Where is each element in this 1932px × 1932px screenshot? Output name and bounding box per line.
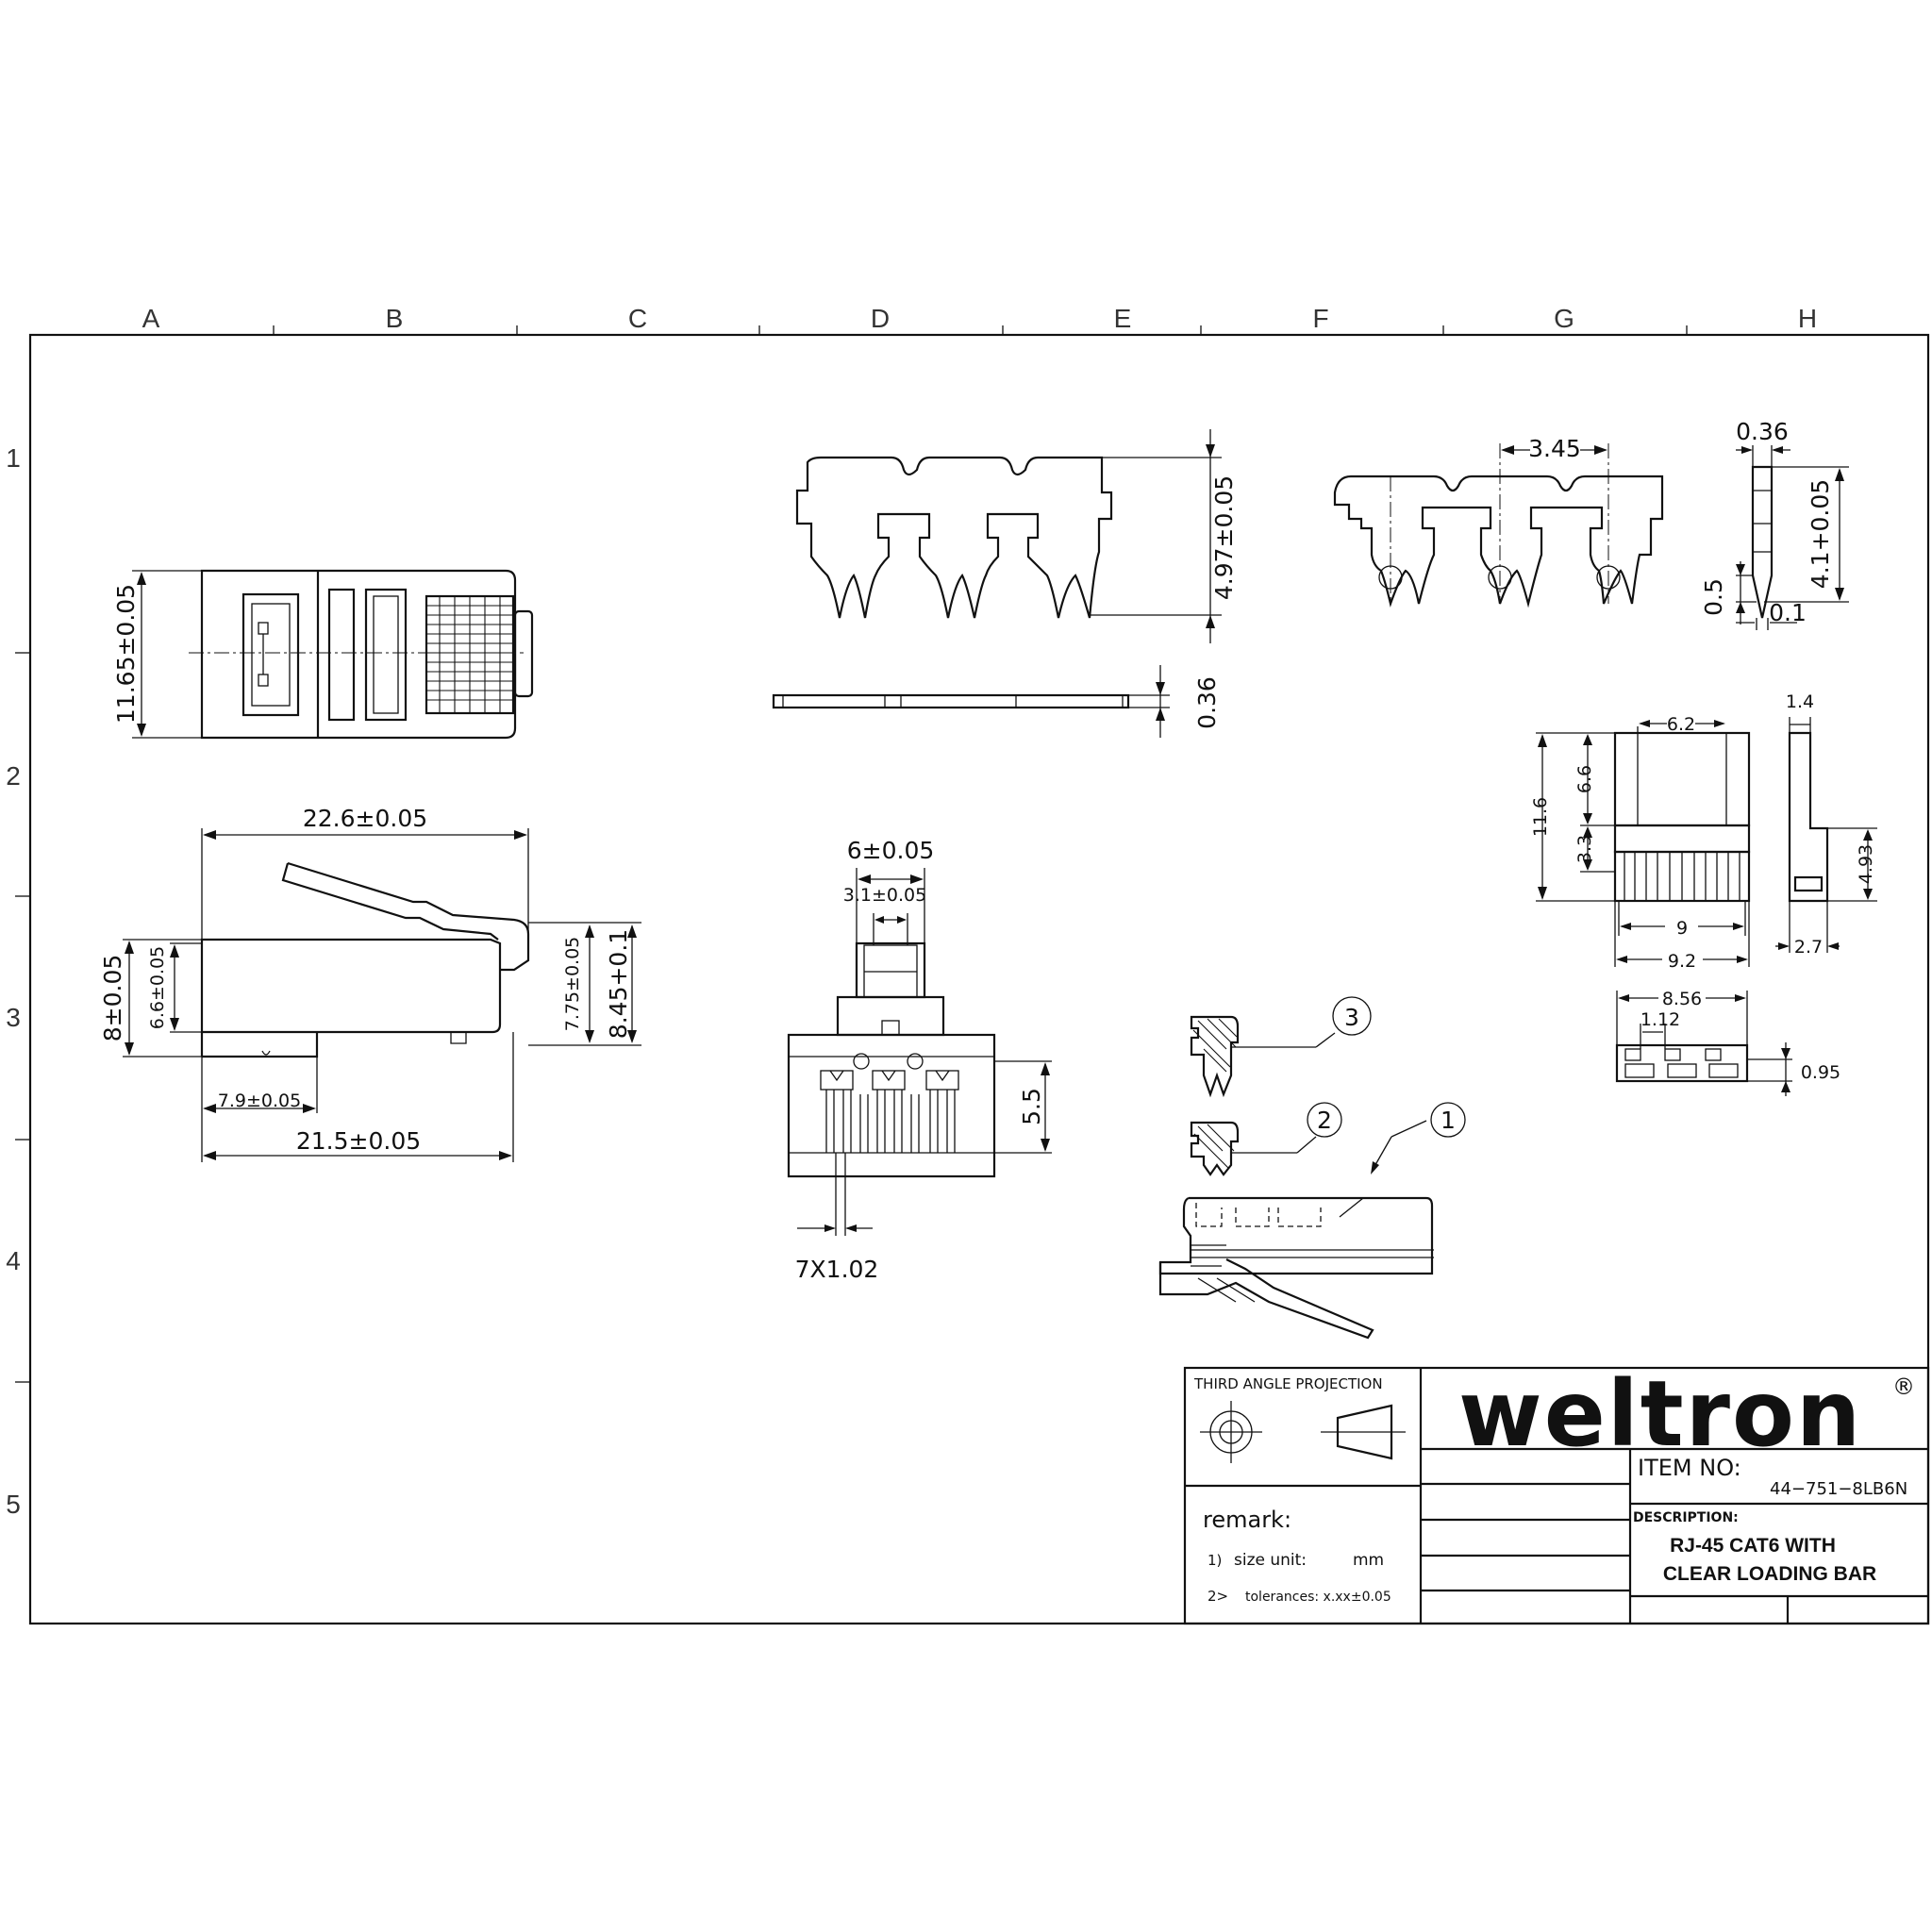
grid-row-4: 4 [6,1246,21,1275]
column-ticks [273,325,1688,335]
dim-top-view-height: 11.65±0.05 [112,584,140,724]
part-3-detail [1190,1015,1336,1098]
drawing-border [28,333,1930,1625]
item-no-value: 44−751−8LB6N [1770,1479,1907,1499]
dim-blade-pitch: 3.45 [1528,435,1581,462]
dim-body-length: 21.5±0.05 [296,1127,421,1155]
dim-contact-thickness: 0.36 [1193,676,1221,729]
grid-column-g: G [1554,304,1574,333]
part-2-detail [1190,1121,1317,1176]
grid-row-5: 5 [6,1490,21,1519]
description-label: DESCRIPTION: [1633,1510,1739,1525]
dim-inner-height: 6.6±0.05 [147,946,168,1029]
remark-2-prefix: 2> [1208,1588,1228,1605]
plug-front-view [787,868,1052,1236]
dim-bar-end-slot: 1.12 [1641,1009,1680,1030]
dim-bar-side-height: 4.93 [1856,844,1876,884]
dim-latch-width: 3.1±0.05 [843,885,926,906]
dim-front-width: 6±0.05 [847,837,935,864]
callout-3: 3 [1344,1004,1359,1031]
callout-bubbles [1307,996,1466,1138]
dim-tip-length: 0.5 [1700,578,1727,616]
loading-bar-end-view [1615,991,1792,1096]
title-block [1183,1366,1930,1625]
dim-total-height: 8.45+0.1 [605,929,632,1039]
plug-assembly-view [1158,1120,1434,1340]
loading-bar-front-view [1536,717,1877,967]
grid-column-a: A [142,304,160,333]
plug-top-view [132,569,534,740]
grid-column-d: D [871,304,890,333]
grid-column-c: C [628,304,647,333]
dim-bar-end-height: 0.95 [1801,1062,1840,1083]
dim-latch-height: 7.75±0.05 [562,937,583,1032]
dim-side-thickness: 0.36 [1736,418,1789,445]
grid-row-1: 1 [6,443,21,473]
dim-bar-height: 11.6 [1530,797,1551,837]
projection-label: THIRD ANGLE PROJECTION [1193,1375,1383,1392]
remark-1-text: size unit: [1234,1551,1307,1570]
remark-1-unit: mm [1353,1551,1384,1570]
remark-label: remark: [1203,1507,1291,1533]
company-logo: weltron [1458,1361,1862,1467]
dim-bar-upper: 6.6 [1574,765,1595,793]
dim-bar-lower: 3.3 [1574,835,1595,863]
dim-contact-blade-height: 4.97±0.05 [1210,475,1238,600]
dim-bar-width-outer: 9.2 [1668,951,1696,972]
dim-bar-end-width: 8.56 [1662,989,1702,1009]
dim-tip-width: 0.1 [1769,599,1807,626]
registered-mark: ® [1892,1374,1915,1400]
dim-contact-height: 5.5 [1018,1088,1045,1125]
grid-row-3: 3 [6,1003,21,1032]
callout-2: 2 [1317,1107,1332,1134]
grid-column-e: E [1114,304,1132,333]
description-line-1: RJ-45 CAT6 WITH [1670,1535,1836,1557]
grid-column-f: F [1312,304,1328,333]
grid-column-b: B [386,304,404,333]
grid-row-2: 2 [6,761,21,791]
dim-bar-width-top: 6.2 [1667,714,1695,735]
blade-outline-view [1333,443,1664,608]
dim-bar-width: 9 [1676,918,1688,939]
dim-body-height: 8±0.05 [99,955,126,1042]
dim-side-height: 4.1+0.05 [1807,479,1834,589]
callout-1: 1 [1441,1107,1456,1134]
description-line-2: CLEAR LOADING BAR [1663,1563,1876,1585]
projection-symbol [1200,1401,1406,1463]
grid-column-h: H [1798,304,1817,333]
dim-step-length: 7.9±0.05 [218,1091,301,1111]
blade-side-view [1736,445,1849,630]
row-ticks [15,652,30,1383]
contact-blades-view [772,429,1222,738]
remark-2-text: tolerances: x.xx±0.05 [1245,1590,1391,1605]
dim-contact-pitch: 7X1.02 [795,1256,879,1283]
dim-bar-side-top: 1.4 [1786,691,1814,712]
dim-overall-length: 22.6±0.05 [303,805,427,832]
remark-1-prefix: 1) [1208,1552,1222,1569]
plug-side-view [123,828,641,1162]
dim-bar-side-base: 2.7 [1794,937,1823,958]
item-no-label: ITEM NO: [1638,1455,1741,1481]
